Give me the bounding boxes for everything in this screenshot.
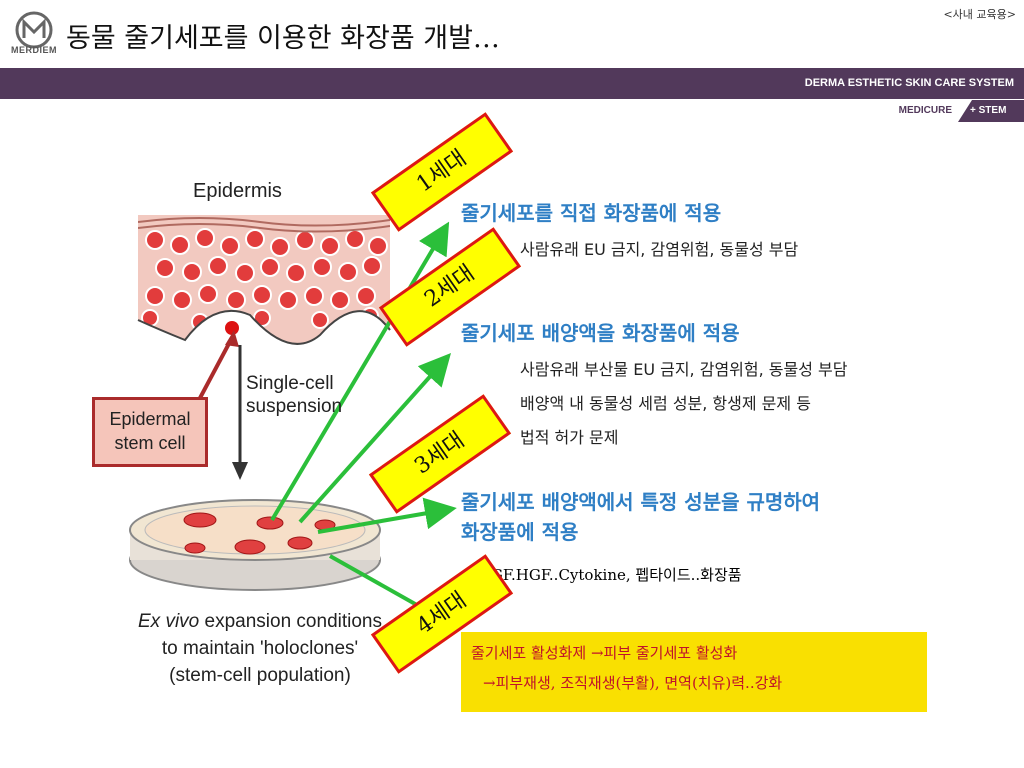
gen4-line1-b: 피부 줄기세포 활성화 [603,644,738,662]
dish-caption: Ex vivo expansion conditions to maintain… [115,608,405,689]
gen3-heading: 줄기세포 배양액에서 특정 성분을 규명하여 화장품에 적용 [461,487,820,547]
band-text: DERMA ESTHETIC SKIN CARE SYSTEM [804,77,1014,89]
tab-medicure-label: MEDICURE [898,105,952,116]
caption-line1: Ex vivo expansion conditions [115,608,405,635]
petri-dish [129,499,381,591]
gen3-detail: EGF.HGF..Cytokine, 펩타이드..화장품 [480,566,742,584]
tab-stem-label: + STEM [970,105,1007,116]
gen4-line1-a: 줄기세포 활성화제 [471,644,591,662]
arrow-right-icon: → [590,644,604,662]
caption-rest: expansion conditions [199,611,382,632]
gen2-detail-3: 법적 허가 문제 [520,428,619,447]
stem-cell-marker [225,321,239,335]
stem-cell-pointer [198,335,235,399]
gen2-detail-1: 사람유래 부산물 EU 금지, 감염위험, 동물성 부담 [520,360,848,379]
caption-line3: (stem-cell population) [169,665,351,686]
gen1-detail: 사람유래 EU 금지, 감염위험, 동물성 부담 [520,240,799,259]
single-cell-line1: Single-cell [246,373,334,394]
stem-cell-line2: stem cell [114,433,186,453]
gen4-line2-text: 피부재생, 조직재생(부활), 면역(치유)력..강화 [495,674,783,692]
tab-stem: + STEM [958,100,1024,122]
epidermis-label: Epidermis [193,180,282,202]
gen2-heading: 줄기세포 배양액을 화장품에 적용 [461,321,740,345]
caption-em: Ex vivo [138,611,200,632]
gen2-detail-2: 배양액 내 동물성 세럼 성분, 항생제 문제 등 [520,394,811,413]
company-logo [15,11,53,49]
gen4-line2: →피부재생, 조직재생(부활), 면역(치유)력..강화 [471,672,927,693]
single-cell-line2: suspension [246,396,343,417]
epidermal-stem-cell-box: Epidermal stem cell [92,397,208,467]
tab-divider [958,100,972,122]
page-title: 동물 줄기세포를 이용한 화장품 개발… [66,23,500,54]
gen3-heading-line2: 화장품에 적용 [461,520,579,544]
gen3-heading-line1: 줄기세포 배양액에서 특정 성분을 규명하여 [461,490,821,514]
internal-use-note: <사내 교육용> [943,8,1016,21]
gen1-heading: 줄기세포를 직접 화장품에 적용 [461,201,722,225]
gen4-line1: 줄기세포 활성화제 →피부 줄기세포 활성화 [471,642,927,672]
caption-line2: to maintain 'holoclones' [161,638,359,659]
epidermis-section [138,215,390,344]
gen4-highlight-box: 줄기세포 활성화제 →피부 줄기세포 활성화 →피부재생, 조직재생(부활), … [461,632,927,712]
logo-text: MERDIEM [11,45,57,55]
tab-medicure: MEDICURE [858,100,958,122]
single-cell-label: Single-cell suspension [246,372,342,418]
stem-cell-line1: Epidermal [109,409,191,429]
arrow-right-icon: → [483,674,496,692]
header-band [0,68,1024,99]
